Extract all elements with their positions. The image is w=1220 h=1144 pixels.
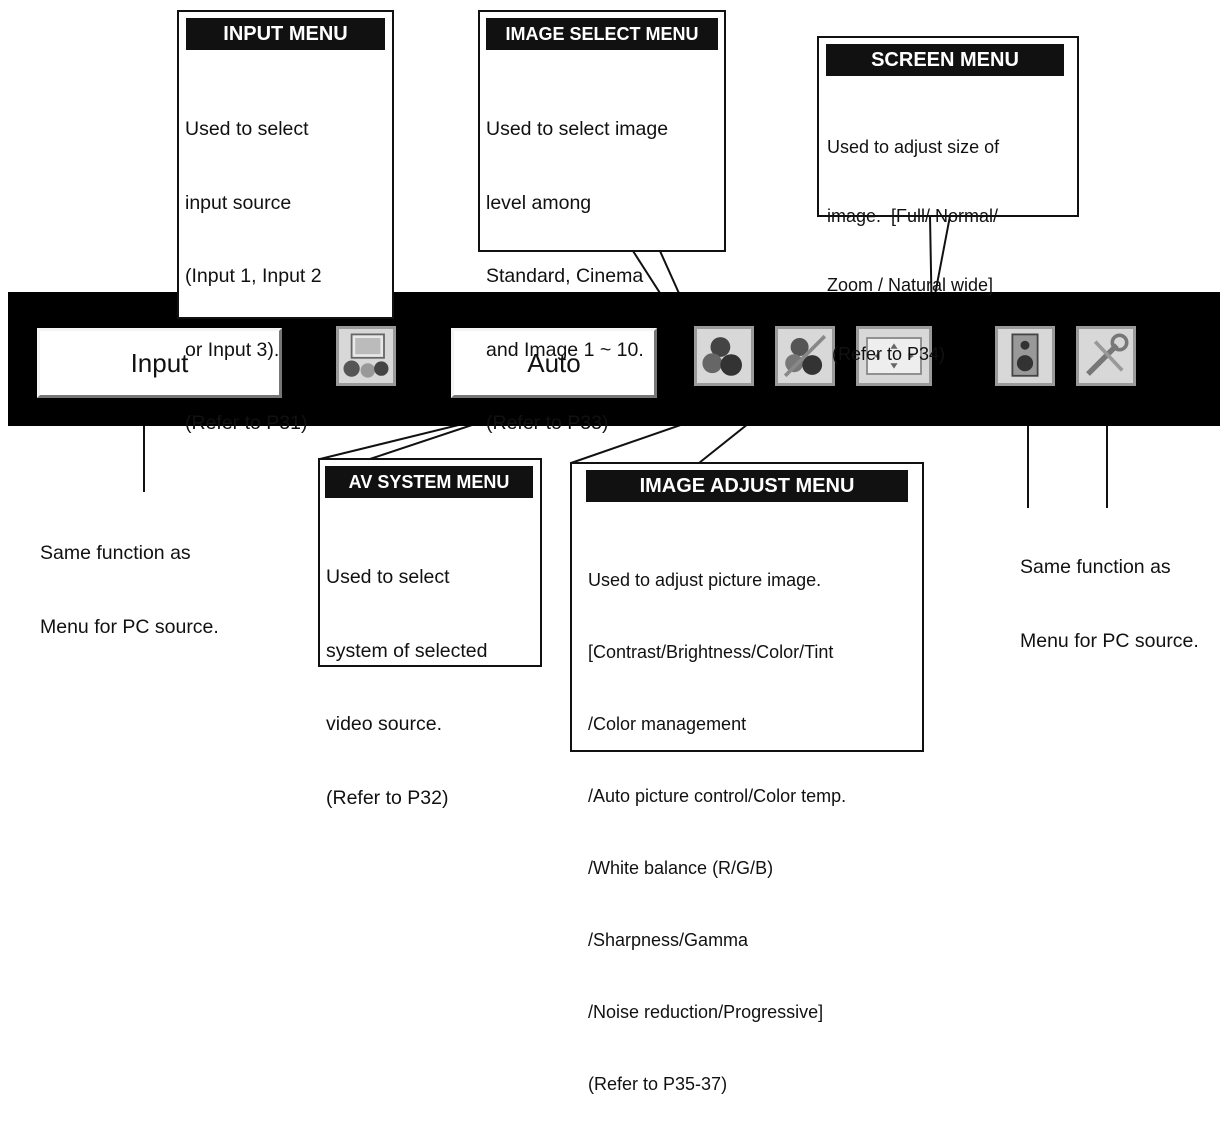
av-system-menu-line: (Refer to P32) — [326, 786, 449, 809]
input-field[interactable]: Input — [37, 328, 282, 398]
screen-menu-callout: SCREEN MENU Used to adjust size of image… — [817, 36, 1079, 364]
input-menu-line: (Refer to P31) — [185, 412, 308, 434]
image-select-menu-line: (Refer to P33) — [486, 412, 609, 434]
input-menu-title: INPUT MENU — [186, 18, 385, 50]
av-system-menu-title: AV SYSTEM MENU — [325, 466, 533, 498]
sound-icon[interactable] — [995, 326, 1055, 386]
av-system-menu-description: Used to select system of selected video … — [326, 516, 487, 859]
image-adjust-menu-line: (Refer to P35-37) — [588, 1074, 728, 1094]
image-select-menu-callout: IMAGE SELECT MENU Used to select image l… — [478, 10, 726, 434]
av-system-field[interactable]: Auto — [451, 328, 657, 398]
av-system-menu-callout: AV SYSTEM MENU Used to select system of … — [318, 458, 542, 809]
input-menu-description: Used to select input source (Input 1, In… — [185, 68, 322, 485]
image-adjust-menu-description: Used to adjust picture image. [Contrast/… — [588, 520, 846, 1144]
image-select-menu-line: Used to select image — [486, 118, 669, 140]
image-adjust-menu-line: /Noise reduction/Progressive] — [588, 1002, 824, 1022]
screen-menu-line: image. [Full/ Normal/ — [827, 206, 999, 226]
input-menu-callout: INPUT MENU Used to select input source (… — [177, 10, 394, 434]
image-adjust-menu-line: Used to adjust picture image. — [588, 570, 822, 590]
image-select-menu-line: and Image 1 ~ 10. — [486, 338, 644, 361]
image-adjust-icon[interactable] — [775, 326, 835, 386]
image-select-menu-line: level among — [486, 191, 592, 214]
left-note-line: Menu for PC source. — [40, 615, 219, 638]
av-system-menu-line: video source. — [326, 713, 442, 735]
left-note: Same function as Menu for PC source. — [40, 492, 219, 664]
input-menu-line: (Input 1, Input 2 — [185, 265, 322, 287]
image-adjust-menu-line: /Sharpness/Gamma — [588, 930, 749, 950]
image-select-menu-title: IMAGE SELECT MENU — [486, 18, 718, 50]
image-select-icon[interactable] — [694, 326, 754, 386]
image-select-menu-description: Used to select image level among Standar… — [486, 68, 668, 485]
image-adjust-menu-line: /Color management — [588, 714, 747, 734]
image-adjust-menu-line: [Contrast/Brightness/Color/Tint — [588, 642, 834, 662]
image-select-menu-line: Standard, Cinema — [486, 265, 644, 287]
image-adjust-menu-callout: IMAGE ADJUST MENU Used to adjust picture… — [570, 462, 924, 1094]
screen-menu-description: Used to adjust size of image. [Full/ Nor… — [827, 90, 999, 412]
input-menu-icon[interactable] — [336, 326, 396, 386]
input-menu-line: or Input 3). — [185, 338, 280, 361]
image-adjust-menu-line: /Auto picture control/Color temp. — [588, 786, 847, 806]
right-note: Same function as Menu for PC source. — [1020, 506, 1199, 678]
setting-icon[interactable] — [1076, 326, 1136, 386]
left-note-line: Same function as — [40, 542, 191, 564]
image-adjust-menu-line: /White balance (R/G/B) — [588, 858, 774, 878]
right-note-line: Same function as — [1020, 556, 1171, 578]
screen-menu-title: SCREEN MENU — [826, 44, 1064, 76]
screen-icon[interactable] — [856, 326, 932, 386]
input-menu-line: Used to select — [185, 118, 309, 140]
av-system-menu-line: Used to select — [326, 566, 450, 588]
image-adjust-menu-title: IMAGE ADJUST MENU — [586, 470, 908, 502]
right-note-line: Menu for PC source. — [1020, 629, 1199, 652]
screen-menu-line: (Refer to P34) — [827, 344, 946, 364]
screen-menu-line: Zoom / Natural wide] — [827, 275, 994, 295]
input-menu-line: input source — [185, 191, 292, 214]
av-system-menu-line: system of selected — [326, 639, 488, 662]
screen-menu-line: Used to adjust size of — [827, 137, 1000, 157]
